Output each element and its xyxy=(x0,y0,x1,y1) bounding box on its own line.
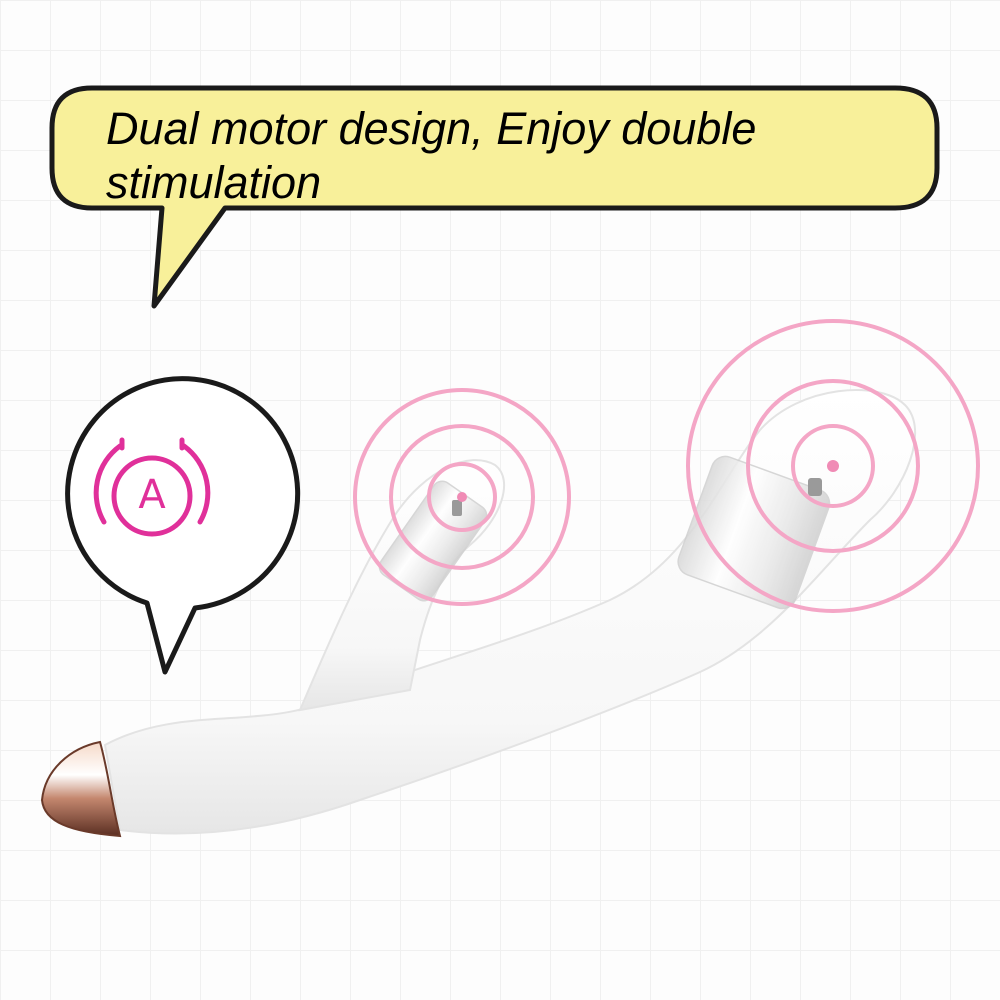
motor-shaft xyxy=(808,478,822,496)
caption-line-1: Dual motor design, Enjoy double xyxy=(106,103,757,154)
speech-bubble-caption xyxy=(49,85,940,309)
motor-left xyxy=(353,388,571,606)
rose-gold-tip xyxy=(40,740,122,838)
round-bubble-shape xyxy=(65,376,301,675)
caption-line-2: stimulation xyxy=(106,157,322,208)
mode-bubble xyxy=(65,376,301,675)
vibration-ring-icon xyxy=(686,319,980,613)
motor-right xyxy=(677,319,980,613)
motor-shaft xyxy=(452,500,462,516)
speech-bubble-icon xyxy=(49,85,940,309)
auto-mode-letter: A xyxy=(138,472,166,518)
auto-mode-icon xyxy=(93,437,211,537)
vibration-ring-icon xyxy=(353,388,571,606)
caption-text: Dual motor design, Enjoy double stimulat… xyxy=(106,102,906,210)
